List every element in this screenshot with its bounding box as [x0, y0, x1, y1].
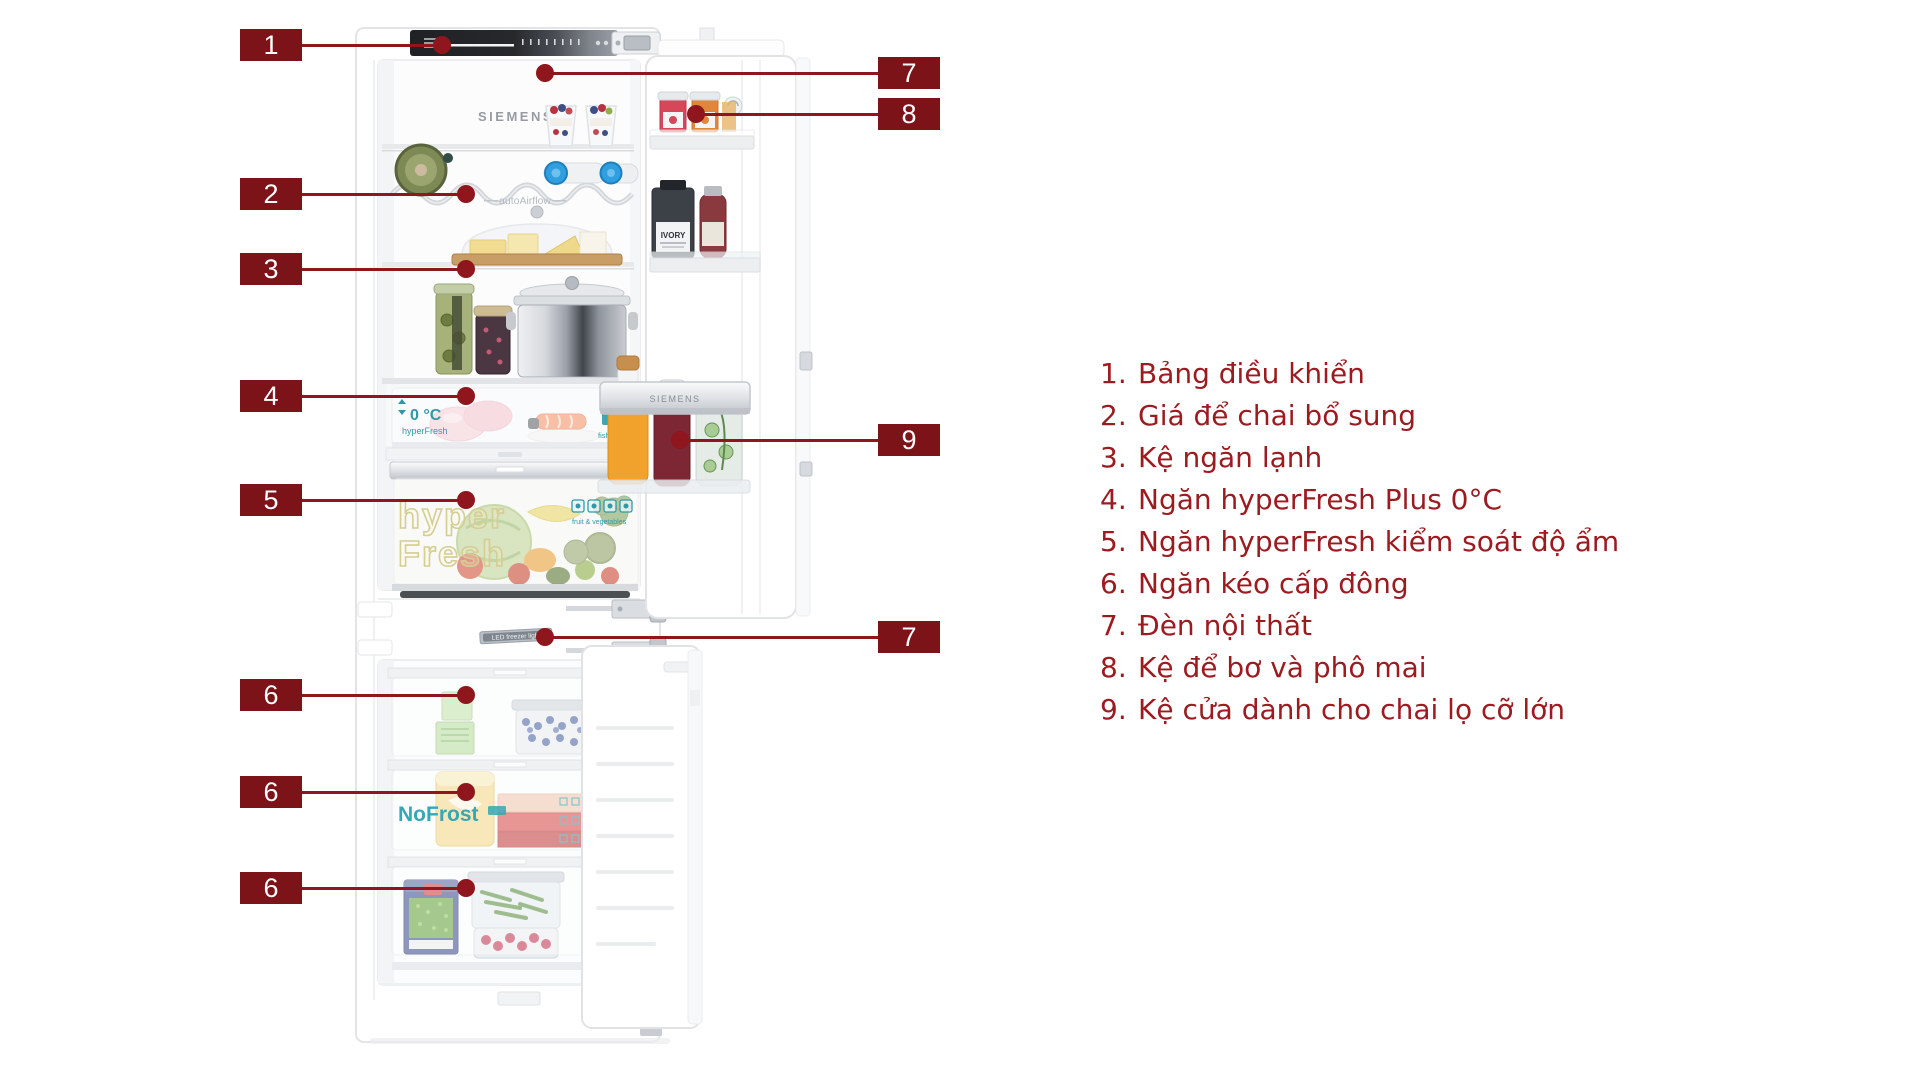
callout-line-4: [300, 394, 466, 398]
callout-box-5: 5: [240, 484, 302, 516]
callout-dot-7b: [536, 628, 554, 646]
bottle-rack: autoAirflow: [390, 143, 639, 207]
callout-line-1: [300, 43, 442, 47]
legend-item-8: 8. Kệ để bơ và phô mai: [1100, 647, 1619, 689]
legend: 1. Bảng điều khiển 2. Giá để chai bổ sung 3.…: [1100, 353, 1619, 731]
callout-box-9: 9: [878, 424, 940, 456]
legend-item-label: Giá để chai bổ sung: [1138, 399, 1417, 432]
legend-item-2: 2. Giá để chai bổ sung: [1100, 395, 1619, 437]
door-bin-sauces: IVORY: [649, 180, 761, 273]
callout-dot-6c: [457, 879, 475, 897]
cheese-dome: [451, 205, 623, 266]
nofrost-label: NoFrost: [398, 803, 479, 826]
legend-item-number: 5.: [1100, 525, 1127, 558]
callout-dot-9: [671, 431, 689, 449]
hyperfresh-small-label: hyperFresh: [402, 426, 448, 436]
legend-item-4: 4. Ngăn hyperFresh Plus 0°C: [1100, 479, 1619, 521]
led-light-label: LED freezer light: [492, 632, 541, 642]
airflow-label: autoAirflow: [499, 195, 551, 207]
callout-box-6c: 6: [240, 872, 302, 904]
legend-item-number: 3.: [1100, 441, 1127, 474]
legend-item-number: 9.: [1100, 693, 1127, 726]
callout-dot-5: [457, 491, 475, 509]
legend-item-7: 7. Đèn nội thất: [1100, 605, 1619, 647]
callout-dot-6a: [457, 686, 475, 704]
callout-line-5: [300, 498, 466, 502]
callout-box-6b: 6: [240, 776, 302, 808]
callout-box-7a: 7: [878, 57, 940, 89]
callout-box-6a: 6: [240, 679, 302, 711]
legend-item-9: 9. Kệ cửa dành cho chai lọ cỡ lớn: [1100, 689, 1619, 731]
sauce-bottle-label: IVORY: [661, 231, 686, 240]
legend-item-label: Ngăn hyperFresh Plus 0°C: [1138, 483, 1503, 516]
hyper-big-line2: Fresh: [398, 533, 506, 574]
callout-dot-6b: [457, 783, 475, 801]
fruit-veg-label: fruit & vegetables: [572, 519, 627, 526]
legend-item-label: Bảng điều khiển: [1138, 357, 1365, 390]
freezer-door: [581, 645, 703, 1029]
callout-line-6c: [300, 886, 466, 890]
legend-item-1: 1. Bảng điều khiển: [1100, 353, 1619, 395]
top-door-hinge: [611, 27, 785, 58]
brand-logo-text: SIEMENS: [478, 109, 554, 124]
callout-box-2: 2: [240, 178, 302, 210]
door-bin-brand-text: SIEMENS: [649, 394, 700, 404]
legend-item-3: 3. Kệ ngăn lạnh: [1100, 437, 1619, 479]
legend-item-number: 1.: [1100, 357, 1127, 390]
dessert-cups: [545, 104, 617, 147]
callout-dot-4: [457, 387, 475, 405]
zero-degree-label: 0 °C: [410, 407, 442, 424]
legend-item-label: Kệ cửa dành cho chai lọ cỡ lớn: [1138, 693, 1566, 726]
callout-line-7a: [545, 71, 880, 75]
legend-item-6: 6. Ngăn kéo cấp đông: [1100, 563, 1619, 605]
legend-item-number: 6.: [1100, 567, 1127, 600]
legend-item-label: Kệ ngăn lạnh: [1138, 441, 1323, 474]
legend-item-label: Đèn nội thất: [1138, 609, 1312, 642]
callout-dot-2: [457, 185, 475, 203]
legend-item-number: 7.: [1100, 609, 1127, 642]
callout-box-4: 4: [240, 380, 302, 412]
legend-item-number: 2.: [1100, 399, 1127, 432]
freezer-drawer-3: [387, 856, 633, 970]
callout-line-3: [300, 267, 466, 271]
control-panel: [410, 30, 618, 56]
hyperfresh-drawer: hyper Fresh fruit & vegetables: [389, 461, 639, 598]
callout-dot-3: [457, 260, 475, 278]
jars-and-pot: [433, 276, 638, 378]
legend-item-label: Ngăn kéo cấp đông: [1138, 567, 1409, 600]
callout-line-9: [680, 438, 880, 442]
legend-item-number: 8.: [1100, 651, 1127, 684]
callout-box-7b: 7: [878, 621, 940, 653]
freezer-drawer-1: [387, 667, 633, 757]
callout-line-8: [696, 112, 880, 116]
callout-box-1: 1: [240, 29, 302, 61]
callout-box-3: 3: [240, 253, 302, 285]
legend-item-label: Ngăn hyperFresh kiểm soát độ ẩm: [1138, 525, 1620, 558]
legend-item-number: 4.: [1100, 483, 1127, 516]
legend-item-label: Kệ để bơ và phô mai: [1138, 651, 1427, 684]
callout-line-6b: [300, 790, 466, 794]
callout-dot-1: [433, 36, 451, 54]
callout-dot-8: [687, 105, 705, 123]
fridge-door: IVORY: [597, 55, 813, 619]
callout-line-2: [300, 192, 466, 196]
callout-line-6a: [300, 693, 466, 697]
callout-line-7b: [545, 635, 880, 639]
callout-box-8: 8: [878, 98, 940, 130]
legend-item-5: 5. Ngăn hyperFresh kiểm soát độ ẩm: [1100, 521, 1619, 563]
callout-dot-7a: [536, 64, 554, 82]
